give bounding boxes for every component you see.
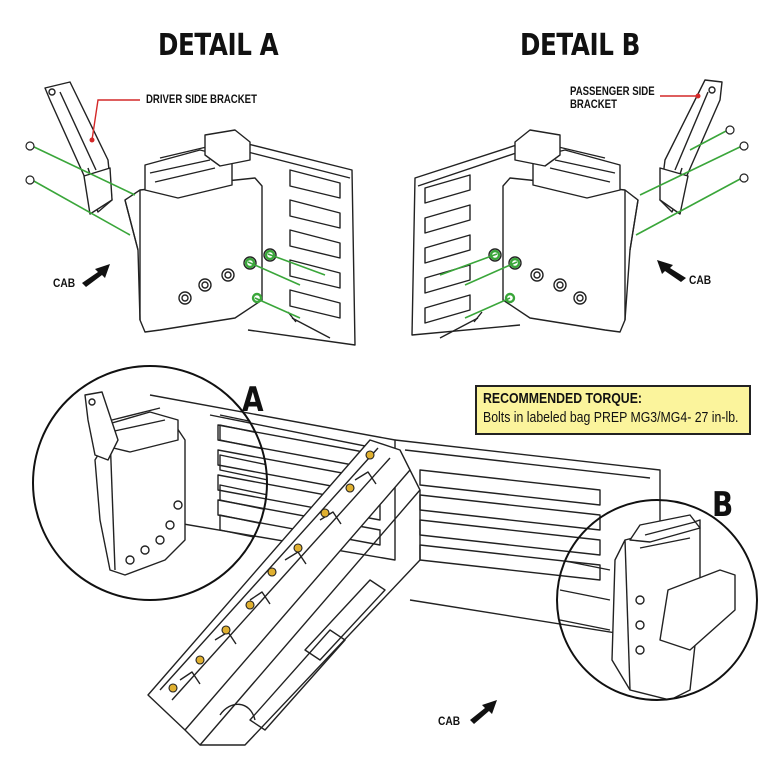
overview-detail-b-zoom [559,514,736,700]
passenger-side-label-line2: BRACKET [570,97,617,111]
overview-bosses [168,450,375,693]
detail-a-cab-label: CAB [53,276,76,290]
detail-b-cab-label: CAB [689,273,712,287]
detail-b-title: DETAIL B [520,28,641,63]
detail-a-title: DETAIL A [158,28,279,63]
detail-b-fasteners [439,129,743,319]
driver-side-bracket-label: DRIVER SIDE BRACKET [146,92,257,106]
marker-b: B [712,485,734,525]
cab-arrow-icon [470,700,497,724]
detail-b-nuts [725,125,749,183]
detail-a-nuts [25,141,35,185]
marker-a: A [242,380,264,420]
torque-text: Bolts in labeled bag PREP MG3/MG4- 27 in… [483,409,739,426]
detail-a-callout-line [91,99,140,141]
passenger-side-bracket-label: PASSENGER SIDE BRACKET [570,85,655,111]
overview-cab-label: CAB [438,714,461,728]
detail-a-drawing [44,81,356,346]
passenger-side-label-line1: PASSENGER SIDE [570,84,655,98]
torque-note: RECOMMENDED TORQUE: Bolts in labeled bag… [475,385,751,435]
cab-arrow-icon [82,264,110,287]
zoom-circle-a [32,365,268,601]
zoom-circle-b [556,499,758,701]
overview-bed [147,394,661,746]
detail-a-fasteners [31,145,326,319]
torque-heading: RECOMMENDED TORQUE: [483,390,643,407]
overview-detail-a-zoom [84,391,267,576]
cab-arrow-icon [657,260,686,282]
detail-b-drawing [411,79,723,339]
